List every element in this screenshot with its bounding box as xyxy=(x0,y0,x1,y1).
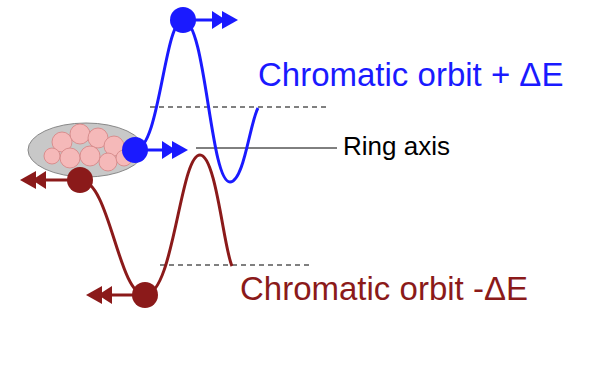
axis-label: Ring axis xyxy=(343,132,450,162)
particle-dot xyxy=(132,282,158,308)
arrow-head xyxy=(162,141,176,159)
reference-line xyxy=(150,107,330,108)
orbit-curve xyxy=(135,20,258,182)
orbit-label: Chromatic orbit -ΔE xyxy=(240,270,528,308)
arrow-head xyxy=(212,11,226,29)
particle-dot xyxy=(122,137,148,163)
reference-line xyxy=(160,265,310,266)
arrow-head xyxy=(98,286,112,304)
orbit-label: Chromatic orbit + ΔE xyxy=(258,56,563,94)
particle-dot xyxy=(67,167,93,193)
particle-dot xyxy=(170,7,196,33)
particles xyxy=(44,124,132,171)
arrow-head xyxy=(32,171,46,189)
orbit-curve xyxy=(80,155,232,295)
